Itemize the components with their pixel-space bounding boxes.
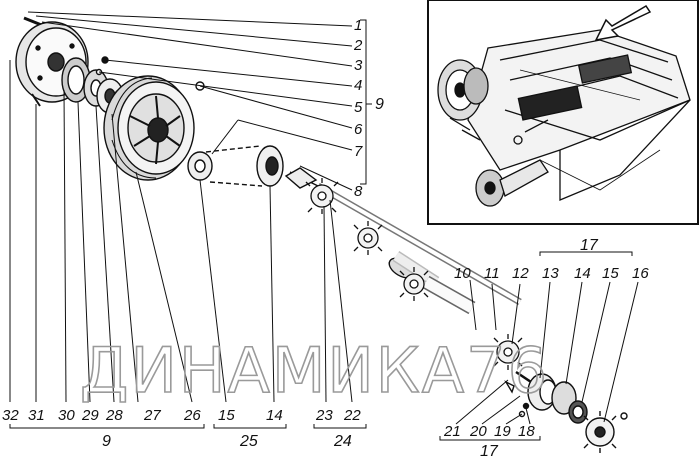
callout-14-right: 14: [574, 265, 591, 282]
sprocket-upper: [305, 178, 339, 214]
leader-lines: [9, 11, 639, 441]
lower-right-hub: [504, 370, 628, 453]
group-label-17-top: 17: [580, 237, 599, 254]
sprocket-12: [493, 334, 523, 370]
callout-12: 12: [512, 265, 529, 282]
callout-2: 2: [353, 37, 363, 54]
group-label-25: 25: [239, 433, 258, 450]
sprocket-lower: [399, 267, 429, 301]
callout-19: 19: [494, 423, 511, 440]
group-label-17-bottom: 17: [480, 443, 499, 460]
callout-15-right: 15: [602, 265, 619, 282]
callout-32: 32: [2, 407, 19, 424]
group-label-9-right: 9: [375, 96, 384, 113]
callout-29: 29: [81, 407, 99, 424]
callouts-bottom-mid: 15 14 25: [218, 407, 283, 450]
callout-23: 23: [315, 407, 333, 424]
callout-5: 5: [354, 99, 363, 116]
callout-21: 21: [443, 423, 461, 440]
callout-6: 6: [354, 121, 363, 138]
callout-7: 7: [354, 143, 363, 160]
hub-assembly: [15, 16, 205, 181]
callout-15-left: 15: [218, 407, 235, 424]
callout-1: 1: [354, 17, 362, 34]
callout-30: 30: [58, 407, 75, 424]
callout-22: 22: [343, 407, 361, 424]
shaft-assembly: [284, 167, 522, 315]
callouts-sprocket-top: 17 13 14 15 16: [542, 237, 649, 282]
callout-13: 13: [542, 265, 559, 282]
callout-8: 8: [354, 183, 363, 200]
callouts-mid: 10 11 12: [454, 265, 529, 282]
callout-3: 3: [354, 57, 363, 74]
bearing-flange: [187, 119, 284, 187]
callouts-bottom-shaft: 23 22 24: [315, 407, 361, 450]
callout-16: 16: [632, 265, 649, 282]
callout-28: 28: [105, 407, 123, 424]
callout-20: 20: [469, 423, 487, 440]
callout-26: 26: [183, 407, 201, 424]
callouts-sprocket-bottom: 21 20 19 18 17: [443, 423, 535, 460]
group-label-9-bottom: 9: [102, 433, 111, 450]
callout-10: 10: [454, 265, 471, 282]
group-label-24: 24: [333, 433, 352, 450]
callout-31: 31: [28, 407, 45, 424]
watermark-text: ДИНАМИКА76: [80, 334, 549, 407]
inset-overview: [427, 0, 699, 225]
sprocket-middle: [353, 221, 383, 255]
callout-27: 27: [143, 407, 161, 424]
callout-18: 18: [518, 423, 535, 440]
callouts-bottom-left: 32 31 30 29 28 27 26 9: [2, 407, 201, 450]
inset-frame: [427, 0, 699, 225]
callout-4: 4: [354, 77, 362, 94]
callouts-right: 1 2 3 4 5 6 7 8 9: [353, 17, 384, 200]
callout-11: 11: [484, 265, 500, 282]
callout-14-left: 14: [266, 407, 283, 424]
